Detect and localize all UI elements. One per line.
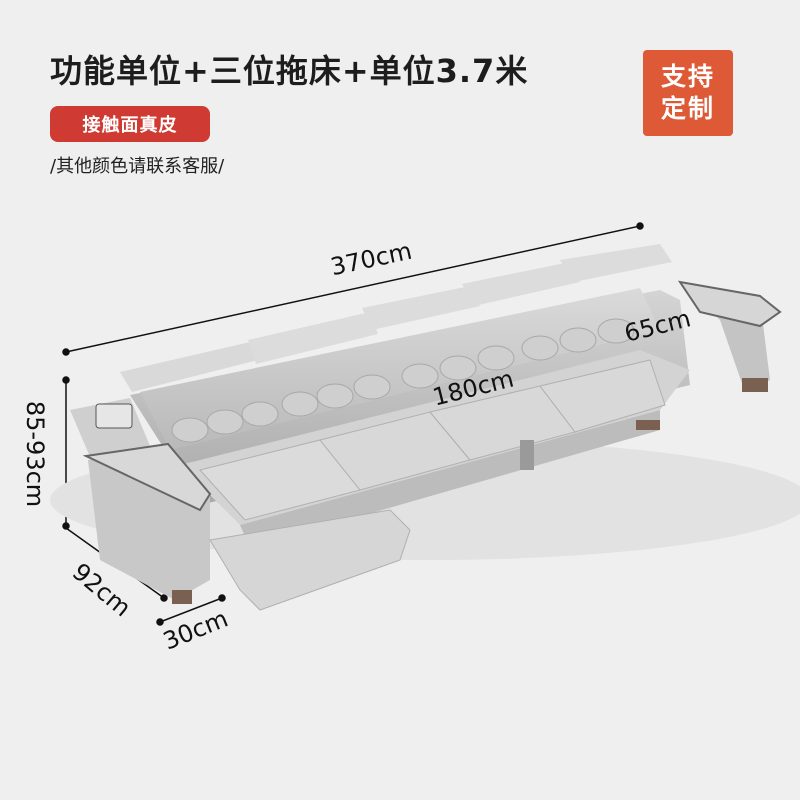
sofa-body	[70, 244, 782, 611]
dim-height: 85-93cm	[21, 400, 50, 508]
custom-badge: 支持 定制	[643, 50, 733, 136]
color-note: /其他颜色请联系客服/	[50, 156, 225, 177]
product-title: 功能单位+三位拖床+单位3.7米	[50, 52, 529, 90]
custom-badge-line2: 定制	[660, 94, 715, 123]
custom-badge-line1: 支持	[660, 62, 715, 91]
material-badge: 接触面真皮	[50, 106, 210, 142]
